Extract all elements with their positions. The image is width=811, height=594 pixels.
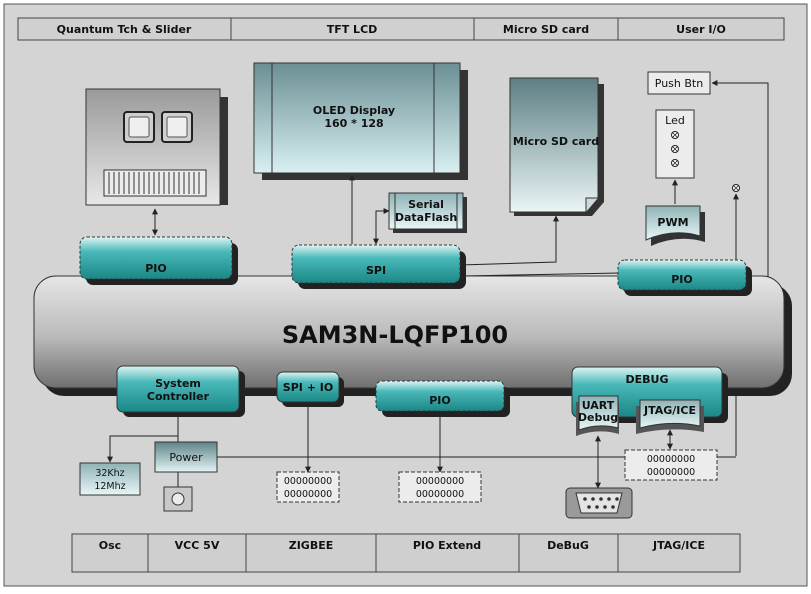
spi-label: SPI: [366, 264, 386, 277]
osc-freq-2: 12Mhz: [94, 481, 125, 492]
spi-io-block: SPI + IO: [276, 371, 344, 407]
bottom-label-pio-extend: PIO Extend: [413, 539, 481, 552]
bottom-label-osc: Osc: [99, 539, 121, 552]
pwm-label: PWM: [657, 216, 688, 229]
pio-bottom-label: PIO: [429, 394, 451, 407]
dataflash-label-line1: Serial: [408, 198, 444, 211]
push-btn-label: Push Btn: [655, 77, 703, 90]
osc-freq-1: 32Khz: [95, 468, 124, 479]
jtag-pins-row1: 00000000: [647, 454, 695, 465]
bottom-section-bar: Osc VCC 5V ZIGBEE PIO Extend DeBuG JTAG/…: [71, 533, 741, 573]
pio-header: 00000000 00000000: [398, 471, 482, 503]
jtag-ice-block: JTAG/ICE: [636, 399, 704, 434]
micro-sd-card: Micro SD card: [509, 77, 604, 216]
jtag-header: 00000000 00000000: [624, 449, 718, 481]
jtag-ice-label: JTAG/ICE: [643, 404, 696, 417]
pio-right-label: PIO: [671, 273, 693, 286]
pio-pins-row2: 00000000: [416, 489, 464, 500]
bottom-label-vcc: VCC 5V: [175, 539, 220, 552]
pio-right-block: PIO: [617, 259, 752, 296]
pwm-block: PWM: [645, 205, 705, 246]
oled-display: OLED Display 160 * 128: [253, 62, 468, 180]
led-block: Led: [655, 109, 695, 179]
serial-dataflash: Serial DataFlash: [388, 192, 467, 233]
push-button: Push Btn: [647, 71, 711, 95]
uart-debug-label-line1: UART: [582, 399, 615, 412]
top-label-micro-sd: Micro SD card: [503, 23, 589, 36]
oscillator-box: 32Khz 12Mhz: [79, 462, 141, 496]
spi-io-label: SPI + IO: [283, 381, 333, 394]
spi-block: SPI: [291, 244, 466, 289]
bottom-label-jtag: JTAG/ICE: [652, 539, 705, 552]
top-label-tft-lcd: TFT LCD: [327, 23, 378, 36]
dataflash-label-line2: DataFlash: [395, 211, 457, 224]
bottom-label-zigbee: ZIGBEE: [289, 539, 334, 552]
system-controller-block: System Controller: [116, 365, 245, 417]
spi-io-pins-row2: 00000000: [284, 489, 332, 500]
bottom-label-debug: DeBuG: [547, 539, 589, 552]
pio-pins-row1: 00000000: [416, 476, 464, 487]
uart-debug-block: UART Debug: [576, 395, 619, 436]
top-label-user-io: User I/O: [676, 23, 726, 36]
top-section-bar: Quantum Tch & Slider TFT LCD Micro SD ca…: [17, 17, 785, 41]
power-block: Power: [154, 441, 218, 473]
led-label: Led: [665, 114, 685, 127]
top-label-quantum: Quantum Tch & Slider: [57, 23, 192, 36]
power-label: Power: [169, 451, 203, 464]
power-jack-icon: [163, 486, 193, 512]
debug-label: DEBUG: [626, 373, 669, 386]
system-controller-label-line2: Controller: [147, 390, 210, 403]
pio-bottom-block: PIO: [375, 380, 510, 417]
pio-left-label: PIO: [145, 262, 167, 275]
spi-io-pins-row1: 00000000: [284, 476, 332, 487]
pio-left-block: PIO: [79, 236, 238, 285]
spi-io-header: 00000000 00000000: [276, 471, 340, 503]
oled-resolution: 160 * 128: [324, 117, 383, 130]
jtag-pins-row2: 00000000: [647, 467, 695, 478]
mcu-title: SAM3N-LQFP100: [282, 321, 508, 349]
quantum-touch-board: [85, 88, 228, 206]
system-controller-label-line1: System: [155, 377, 201, 390]
db9-connector-icon: [565, 487, 633, 519]
oled-label: OLED Display: [313, 104, 395, 117]
micro-sd-label: Micro SD card: [513, 135, 599, 148]
uart-debug-label-line2: Debug: [578, 411, 618, 424]
